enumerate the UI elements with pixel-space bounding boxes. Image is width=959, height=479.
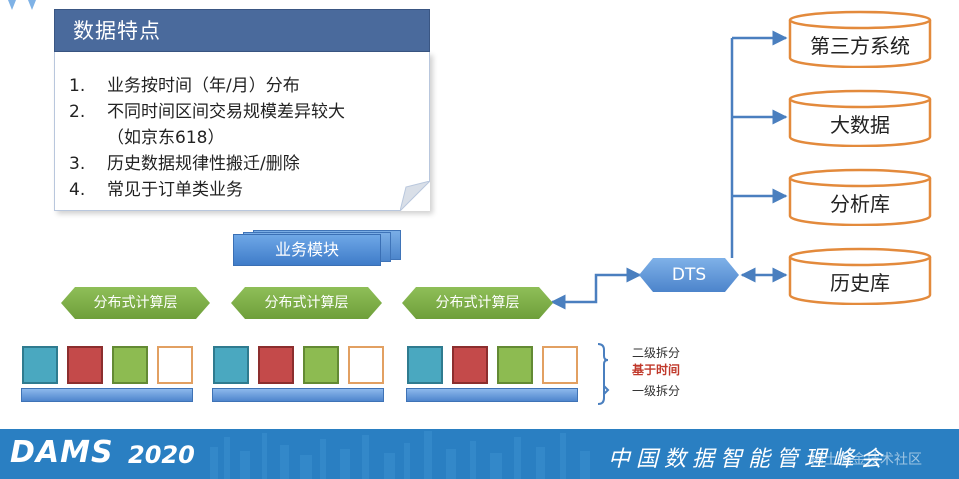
brace-level1 [597, 370, 605, 405]
partition-block [258, 346, 294, 384]
partition-block [22, 346, 58, 384]
dts-node: DTS [639, 258, 739, 292]
target-analysis-db: 分析库 [788, 168, 932, 226]
partition-base-bar [21, 388, 193, 402]
legend-time-based: 基于时间 [632, 363, 681, 377]
target-label: 大数据 [830, 113, 890, 137]
partition-block [157, 346, 193, 384]
business-module-stack: 业务模块 [233, 230, 403, 270]
event-title: 中国数据智能管理峰会 [608, 447, 889, 472]
partition-block [407, 346, 443, 384]
target-label: 第三方系统 [810, 34, 910, 58]
cylinder-icon [788, 247, 932, 305]
list-item: 2. 不同时间区间交易规模差异较大 [69, 102, 345, 122]
partition-block [497, 346, 533, 384]
data-characteristics-card: 数据特点 1. 业务按时间（年/月）分布 2. 不同时间区间交易规模差异较大 （… [54, 9, 430, 211]
target-label: 分析库 [830, 192, 890, 216]
partition-block [348, 346, 384, 384]
compute-layer-1: 分布式计算层 [61, 287, 210, 319]
partition-block [112, 346, 148, 384]
target-label: 历史库 [830, 271, 890, 295]
list-item: 1. 业务按时间（年/月）分布 [69, 76, 300, 96]
partition-block [452, 346, 488, 384]
target-third-party-system: 第三方系统 [788, 10, 932, 68]
page-fold-icon [400, 181, 430, 211]
card-title: 数据特点 [54, 9, 430, 52]
cylinder-icon [788, 10, 932, 68]
corner-decoration [8, 0, 36, 10]
list-item: 4. 常见于订单类业务 [69, 180, 243, 200]
card-body: 1. 业务按时间（年/月）分布 2. 不同时间区间交易规模差异较大 （如京东61… [54, 52, 430, 211]
compute-layer-2: 分布式计算层 [231, 287, 382, 319]
brace-level2 [597, 343, 609, 370]
target-history-db: 历史库 [788, 247, 932, 305]
business-module-label: 业务模块 [233, 234, 381, 266]
legend-level1-split: 一级拆分 [632, 384, 681, 398]
watermark: 稀土掘金技术社区 [810, 452, 922, 468]
event-year: 2020 [128, 441, 195, 469]
footer-banner: DAMS 2020 中国数据智能管理峰会 稀土掘金技术社区 [0, 429, 959, 479]
partition-block [542, 346, 578, 384]
compute-to-dts-line [550, 267, 642, 310]
partition-block [303, 346, 339, 384]
dams-logo: DAMS [10, 435, 114, 470]
skyline-decoration [210, 431, 590, 479]
partition-block [67, 346, 103, 384]
cylinder-icon [788, 89, 932, 147]
target-big-data: 大数据 [788, 89, 932, 147]
partition-base-bar [406, 388, 578, 402]
legend-level2-split: 二级拆分 [632, 346, 681, 360]
cylinder-icon [788, 168, 932, 226]
partition-block [213, 346, 249, 384]
compute-layer-3: 分布式计算层 [402, 287, 553, 319]
list-item-continuation: （如京东618） [107, 128, 225, 148]
partition-base-bar [212, 388, 384, 402]
list-item: 3. 历史数据规律性搬迁/删除 [69, 154, 300, 174]
characteristics-list: 1. 业务按时间（年/月）分布 2. 不同时间区间交易规模差异较大 （如京东61… [69, 73, 345, 203]
